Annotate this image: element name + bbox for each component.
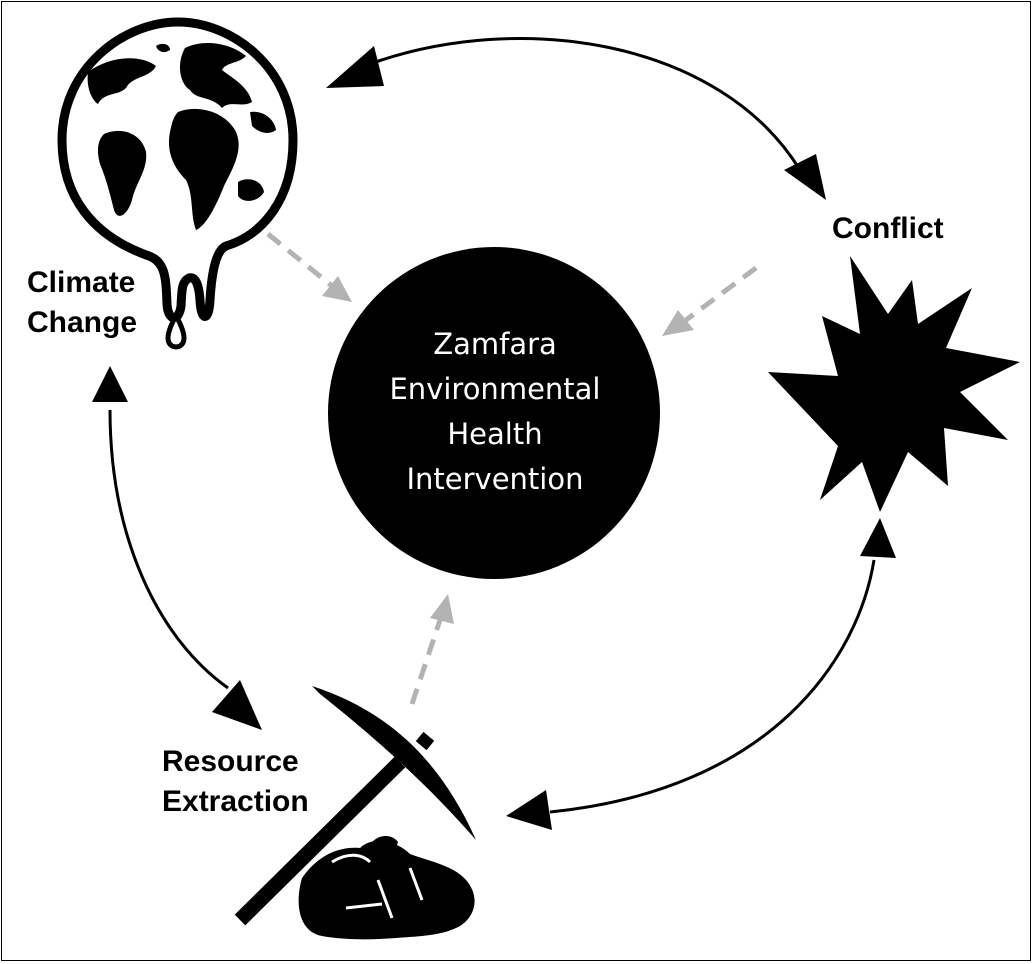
pickaxe-and-rock-icon bbox=[234, 686, 476, 940]
center-label-line1: Zamfara bbox=[433, 327, 557, 361]
resource-label-line1: Resource bbox=[162, 745, 299, 778]
center-label-line2: Environmental bbox=[389, 372, 601, 406]
conflict-label: Conflict bbox=[832, 212, 944, 245]
center-label-line4: Intervention bbox=[406, 462, 584, 496]
dashed-arrow-climate-center bbox=[266, 232, 352, 302]
resource-label-line2: Extraction bbox=[162, 785, 309, 818]
melting-globe-icon bbox=[57, 17, 298, 350]
climate-label-line1: Climate bbox=[27, 266, 136, 299]
arrow-climate-conflict bbox=[326, 36, 826, 200]
dashed-arrow-conflict-center bbox=[662, 265, 758, 336]
center-node-circle bbox=[328, 247, 660, 579]
center-label-line3: Health bbox=[447, 417, 543, 451]
dashed-arrow-resource-center bbox=[409, 594, 454, 705]
climate-label-line2: Change bbox=[27, 306, 138, 339]
climate-change-label: Climate Change bbox=[27, 263, 137, 343]
explosion-icon bbox=[768, 256, 1020, 512]
resource-extraction-label: Resource Extraction bbox=[162, 742, 309, 822]
arrow-conflict-resource bbox=[506, 518, 896, 830]
center-node-label: Zamfara Environmental Health Interventio… bbox=[335, 322, 655, 502]
arrow-climate-resource bbox=[92, 366, 262, 730]
